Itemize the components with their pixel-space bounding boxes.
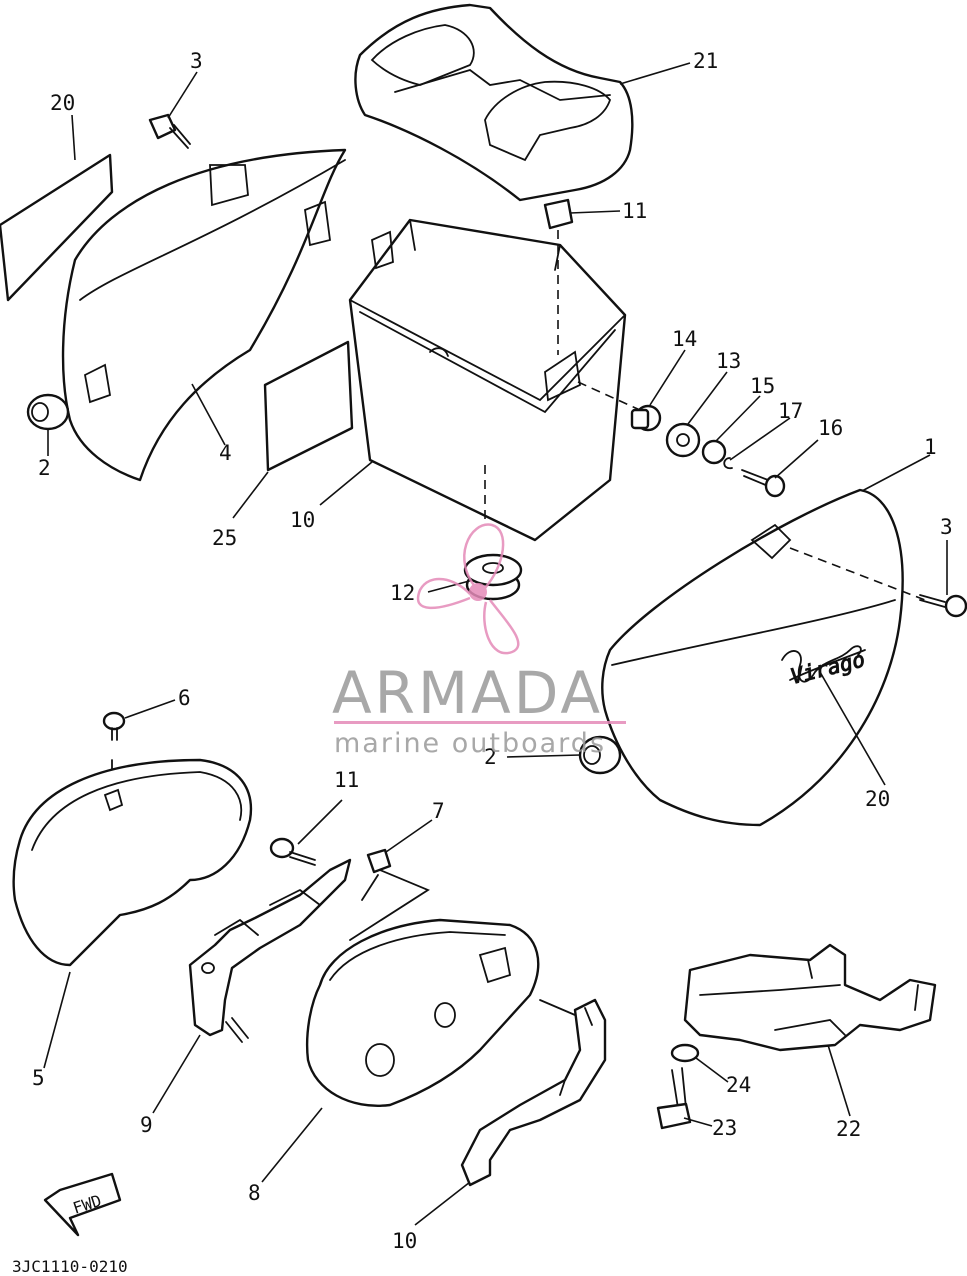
callout-18: 16 — [818, 416, 843, 440]
callout-23: 24 — [726, 1073, 751, 1097]
clip-7-guide — [349, 869, 430, 941]
callout-11-text: 11 — [334, 768, 359, 792]
right-side-cover-part — [601, 488, 926, 827]
watermark-tagline: marine outboards — [334, 728, 606, 759]
bracket-10-part — [460, 998, 607, 1187]
callout-5: 5 — [32, 1066, 45, 1090]
watermark-brand: ARMADA — [332, 659, 603, 727]
callout-19: 17 — [778, 399, 803, 423]
callout-25: 25 — [212, 526, 237, 550]
callout-1: 1 — [924, 435, 937, 459]
hardware-stack — [577, 381, 786, 498]
label-sheet-center — [263, 340, 354, 472]
propeller-logo-icon — [416, 523, 520, 655]
fwd-arrow: FWD — [43, 1172, 122, 1237]
left-side-cover-part — [61, 148, 347, 482]
callout-10: 10 — [392, 1229, 417, 1253]
front-cover-part — [12, 758, 253, 967]
bolt-11 — [269, 837, 316, 866]
callout-3-right: 3 — [940, 515, 953, 539]
airbox-cover-part — [305, 918, 540, 1107]
callout-7: 7 — [432, 799, 445, 823]
damper-left — [26, 393, 70, 431]
callout-22: 23 — [712, 1116, 737, 1140]
tray-21-part — [683, 943, 937, 1052]
armada-watermark: ARMADA marine outboards — [332, 523, 626, 759]
callout-17: 15 — [750, 374, 775, 398]
clip-part — [543, 198, 574, 230]
callout-13: 11 — [622, 199, 647, 223]
callout-20-left: 20 — [50, 91, 75, 115]
bracket-9-part — [188, 858, 352, 1043]
callout-8: 8 — [248, 1181, 261, 1205]
callout-24: 21 — [693, 49, 718, 73]
callout-6: 6 — [178, 686, 191, 710]
callout-2-left: 2 — [38, 456, 51, 480]
callout-21: 22 — [836, 1117, 861, 1141]
callout-16: 14 — [672, 327, 697, 351]
callout-12: 10 — [290, 508, 315, 532]
part-code-label: 3JC1110-0210 — [12, 1257, 128, 1276]
callout-2-right: 2 — [484, 745, 497, 769]
callout-15: 13 — [716, 349, 741, 373]
bolt-22 — [656, 1067, 692, 1130]
callout-3-top: 3 — [190, 49, 203, 73]
callout-20-right: 20 — [865, 787, 890, 811]
battery-box-part — [348, 218, 627, 542]
callout-4: 4 — [219, 441, 232, 465]
callout-labels: 21 3 20 11 4 2 25 10 14 13 15 17 16 1 3 … — [12, 49, 953, 1276]
clip-7 — [366, 848, 392, 874]
bolt-upper-left — [148, 113, 191, 149]
callout-9: 9 — [140, 1113, 153, 1137]
callout-14: 12 — [390, 581, 415, 605]
watermark-underline — [334, 721, 626, 724]
battery-cover-part — [354, 3, 634, 202]
leader-lines — [43, 62, 948, 1226]
bolt-right — [919, 594, 967, 618]
washer-23 — [670, 1043, 700, 1063]
label-sheet-left — [0, 153, 114, 302]
